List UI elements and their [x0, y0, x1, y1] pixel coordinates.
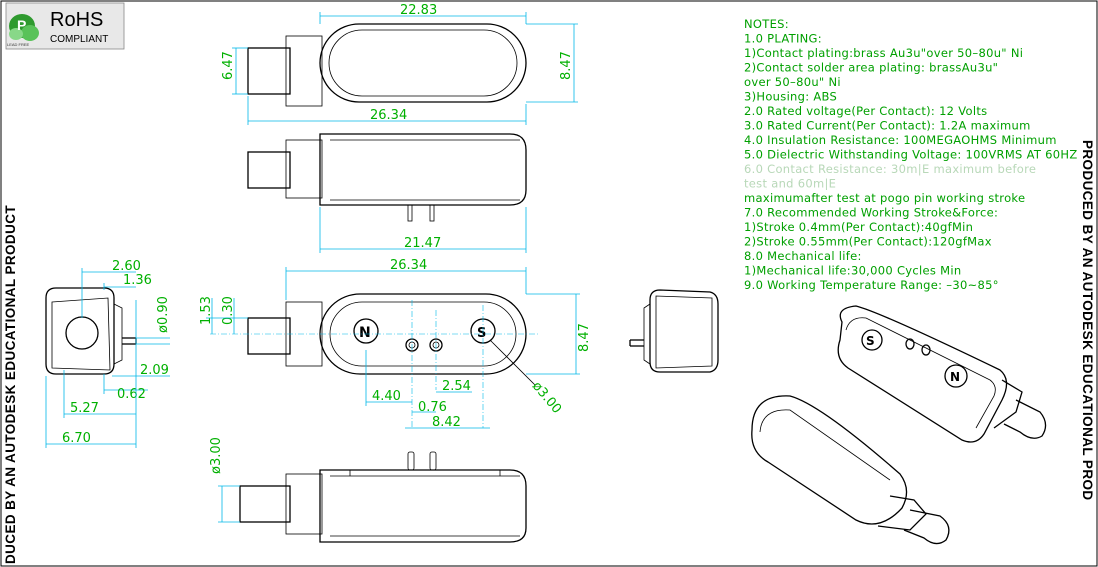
note-line: 1)Stroke 0.4mm(Per Contact):40gfMin — [744, 220, 973, 234]
leaf-logo-icon: P LEAD FREE — [7, 14, 39, 47]
dim-left-209: 2.09 — [140, 363, 169, 378]
dim-top-overall: 26.34 — [370, 108, 407, 123]
dim-front-overall: 26.34 — [390, 258, 427, 273]
dim-pin-254: 2.54 — [442, 379, 471, 394]
right-end-view — [629, 289, 719, 373]
note-line: 2)Stroke 0.55mm(Per Contact):120gfMax — [744, 235, 992, 249]
dim-left-260: 2.60 — [112, 259, 141, 274]
dim-pin-440: 4.40 — [372, 389, 401, 404]
dim-top-plug: 6.47 — [221, 51, 236, 80]
note-line: 7.0 Recommended Working Stroke&Force: — [744, 206, 998, 220]
note-line: 1)Contact plating:brass Au3u"over 50–80u… — [744, 46, 1023, 60]
rohs-badge: P LEAD FREE RoHS COMPLIANT — [5, 2, 125, 50]
note-line: 9.0 Working Temperature Range: –30~85° — [744, 278, 999, 292]
side-view: 21.47 — [247, 133, 527, 253]
dim-left-062: 0.62 — [117, 387, 146, 402]
note-line: 2.0 Rated voltage(Per Contact): 12 Volts — [744, 104, 987, 118]
dim-bottom-dia: ø3.00 — [209, 437, 224, 474]
note-line: 8.0 Mechanical life: — [744, 249, 862, 263]
dim-left-090: ø0.90 — [156, 296, 171, 333]
dim-left-527: 5.27 — [70, 401, 99, 416]
notes-block: NOTES:1.0 PLATING: 1)Contact plating:bra… — [744, 17, 1078, 292]
isometric-view-bottom — [751, 395, 950, 545]
dim-front-030: 0.30 — [221, 296, 236, 325]
note-line: maximumafter test at pogo pin working st… — [744, 191, 1025, 205]
right-side-text: PRODUCED BY AN AUTODESK EDUCATIONAL PROD — [1080, 140, 1095, 501]
note-line: 5.0 Dielectric Withstanding Voltage: 100… — [744, 148, 1078, 162]
top-view: 22.83 26.34 8.47 6.47 — [221, 3, 578, 125]
rohs-label: RoHS — [50, 9, 103, 31]
compliant-label: COMPLIANT — [50, 34, 108, 45]
dim-left-670: 6.70 — [62, 431, 91, 446]
svg-text:N: N — [950, 370, 960, 384]
note-line: 1.0 PLATING: — [744, 32, 822, 46]
note-line: 2)Contact solder area plating: brassAu3u… — [744, 61, 998, 75]
note-line: 6.0 Contact Resistance: 30m|E maximum be… — [744, 162, 1036, 176]
dim-pin-842: 8.42 — [432, 415, 461, 430]
dim-left-136: 1.36 — [123, 273, 152, 288]
dim-dia-300: ø3.00 — [529, 379, 564, 417]
dim-top-width: 22.83 — [400, 3, 437, 18]
note-line: 4.0 Insulation Resistance: 100MEGAOHMS M… — [744, 133, 1057, 147]
dim-pin-076: 0.76 — [418, 400, 447, 415]
note-line: 3)Housing: ABS — [744, 90, 837, 104]
dim-front-153: 1.53 — [199, 296, 214, 325]
note-line: 1)Mechanical life:30,000 Cycles Min — [744, 264, 961, 278]
note-line: NOTES: — [744, 17, 789, 31]
svg-text:S: S — [866, 334, 875, 348]
logo-small-text: LEAD FREE — [7, 42, 30, 47]
note-line: over 50–80u" Ni — [744, 75, 841, 89]
logo-letter: P — [17, 17, 26, 33]
left-end-view: 2.60 1.36 ø0.90 2.09 0.62 5.27 6.70 — [45, 259, 171, 448]
dim-front-height: 8.47 — [577, 323, 592, 352]
note-line: 3.0 Rated Current(Per Contact): 1.2A max… — [744, 119, 1031, 133]
bottom-view: ø3.00 — [209, 437, 527, 543]
dim-side-pins: 21.47 — [404, 236, 441, 251]
note-line: test and 60m|E — [744, 177, 836, 191]
front-view: N S 26.34 8.47 1.53 0.30 4.40 2.54 — [199, 258, 592, 430]
isometric-view-top: S N — [837, 305, 1047, 443]
left-side-text: DUCED BY AN AUTODESK EDUCATIONAL PRODUCT — [3, 205, 18, 564]
svg-text:S: S — [477, 326, 486, 341]
svg-text:N: N — [359, 325, 371, 341]
dim-top-height: 8.47 — [559, 51, 574, 80]
